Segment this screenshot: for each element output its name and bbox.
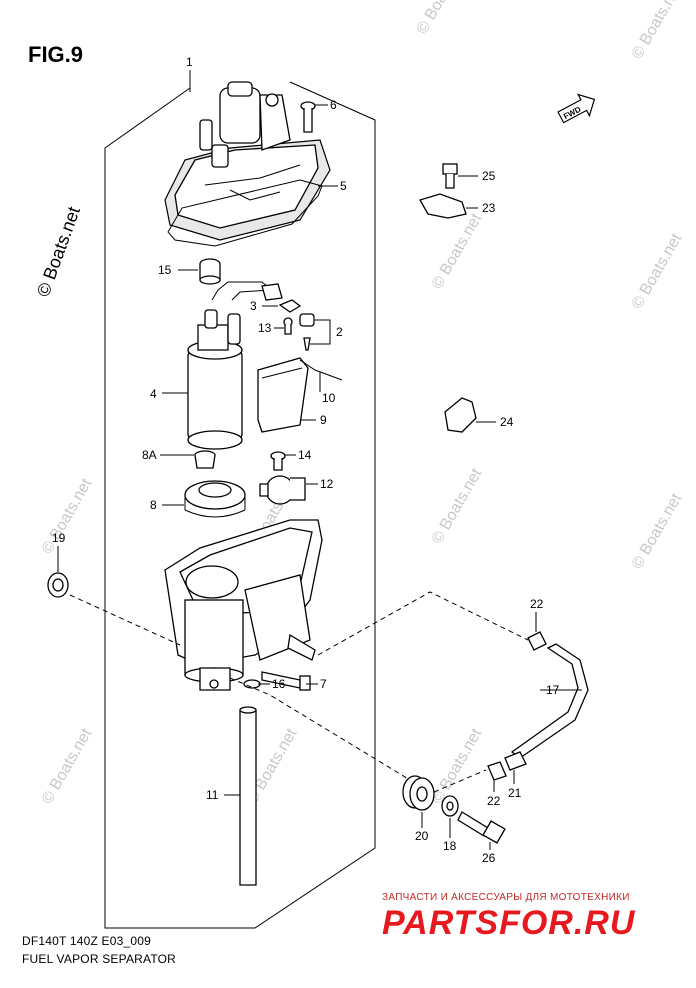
watermark-faint: © Boats.net xyxy=(414,0,471,37)
callout-19: 19 xyxy=(52,531,66,545)
callout-1: 1 xyxy=(186,55,193,69)
callout-2: 2 xyxy=(336,325,343,339)
callout-9: 9 xyxy=(320,413,327,427)
callout-12: 12 xyxy=(320,477,334,491)
part-seat-8 xyxy=(184,480,246,518)
part-fuel-pump xyxy=(187,309,243,450)
callout-18: 18 xyxy=(443,839,457,853)
leader-lines xyxy=(57,70,582,850)
watermark-faint: © Boats.net xyxy=(629,0,686,62)
callout-7: 7 xyxy=(320,677,327,691)
callout-22-lower: 22 xyxy=(487,794,501,808)
callout-25: 25 xyxy=(482,169,496,183)
part-washer-18 xyxy=(441,795,459,817)
callout-3: 3 xyxy=(250,299,257,313)
callout-26: 26 xyxy=(482,851,496,865)
part-hose-11-end xyxy=(239,706,257,714)
part-bolt-26 xyxy=(457,811,506,844)
part-wire xyxy=(211,281,273,301)
part-clamp-23 xyxy=(419,193,467,219)
callout-17: 17 xyxy=(546,683,560,697)
callout-8: 8 xyxy=(150,498,157,512)
callout-22: 22 xyxy=(530,597,544,611)
part-grommet-15 xyxy=(199,258,221,285)
part-clip-22 xyxy=(527,631,547,651)
dashed-leader xyxy=(229,677,411,781)
watermark-faint: © Boats.net xyxy=(629,230,686,312)
part-cover xyxy=(164,81,331,241)
part-hose-17 xyxy=(510,643,589,759)
part-lead-10 xyxy=(299,359,343,381)
watermark-faint: © Boats.net xyxy=(39,475,96,557)
callout-4: 4 xyxy=(150,387,157,401)
part-screw-13 xyxy=(283,317,293,335)
watermark-faint: © Boats.net xyxy=(429,465,486,547)
part-bolt-25 xyxy=(442,163,458,189)
part-regulator-12 xyxy=(259,475,306,505)
dashed-leader xyxy=(433,769,487,793)
part-clip-24 xyxy=(444,397,477,433)
part-screw-6 xyxy=(300,101,316,133)
part-gasket xyxy=(167,179,323,247)
callout-20: 20 xyxy=(415,829,429,843)
part-filter-9 xyxy=(257,357,309,433)
watermark-faint: © Boats.net xyxy=(429,725,486,807)
watermark-main: © Boats.net xyxy=(33,204,84,299)
callout-23: 23 xyxy=(482,201,496,215)
part-terminal-2 xyxy=(299,313,315,351)
callout-16: 16 xyxy=(272,677,286,691)
watermark-faint: © Boats.net xyxy=(429,210,486,292)
part-bolt-7 xyxy=(261,671,311,691)
callout-11: 11 xyxy=(206,788,219,802)
part-clip-3 xyxy=(278,299,302,313)
callout-24: 24 xyxy=(500,415,514,429)
callout-6: 6 xyxy=(330,98,337,112)
assembly-bracket xyxy=(104,81,376,929)
part-separator-body xyxy=(164,519,323,691)
part-washer-16 xyxy=(243,679,261,689)
part-clip-22-lower xyxy=(487,761,507,781)
part-screw-14 xyxy=(270,451,286,471)
part-connector xyxy=(261,283,283,301)
part-hose-11 xyxy=(239,709,257,886)
shop-tagline: ЗАПЧАСТИ И АКСЕССУАРЫ ДЛЯ МОТОТЕХНИКИ xyxy=(382,892,630,903)
callout-15: 15 xyxy=(158,263,172,277)
callout-10: 10 xyxy=(322,391,336,405)
callout-21: 21 xyxy=(508,786,522,800)
figure-caption-code: DF140T 140Z E03_009 xyxy=(22,934,151,948)
figure-caption-name: FUEL VAPOR SEPARATOR xyxy=(22,952,177,966)
part-grommet-20 xyxy=(402,775,435,811)
part-filter-8a xyxy=(194,450,216,469)
shop-logo: PARTSFOR.RU xyxy=(382,904,636,942)
callout-labels: 1 6 5 25 23 15 3 13 2 10 4 9 24 8A 14 12… xyxy=(52,55,560,865)
dashed-leader xyxy=(69,594,181,646)
part-joint-21 xyxy=(504,751,527,771)
callout-13: 13 xyxy=(258,321,272,335)
watermark-faint: © Boats.net xyxy=(629,490,686,572)
callout-5: 5 xyxy=(340,179,347,193)
part-grommet-19 xyxy=(47,572,69,598)
figure-title: FIG.9 xyxy=(28,42,84,67)
callout-8a: 8A xyxy=(142,448,157,462)
fwd-arrow-icon: FWD xyxy=(557,93,596,124)
callout-14: 14 xyxy=(298,448,312,462)
watermark-faint: © Boats.net xyxy=(39,725,96,807)
dashed-leader xyxy=(317,591,529,656)
